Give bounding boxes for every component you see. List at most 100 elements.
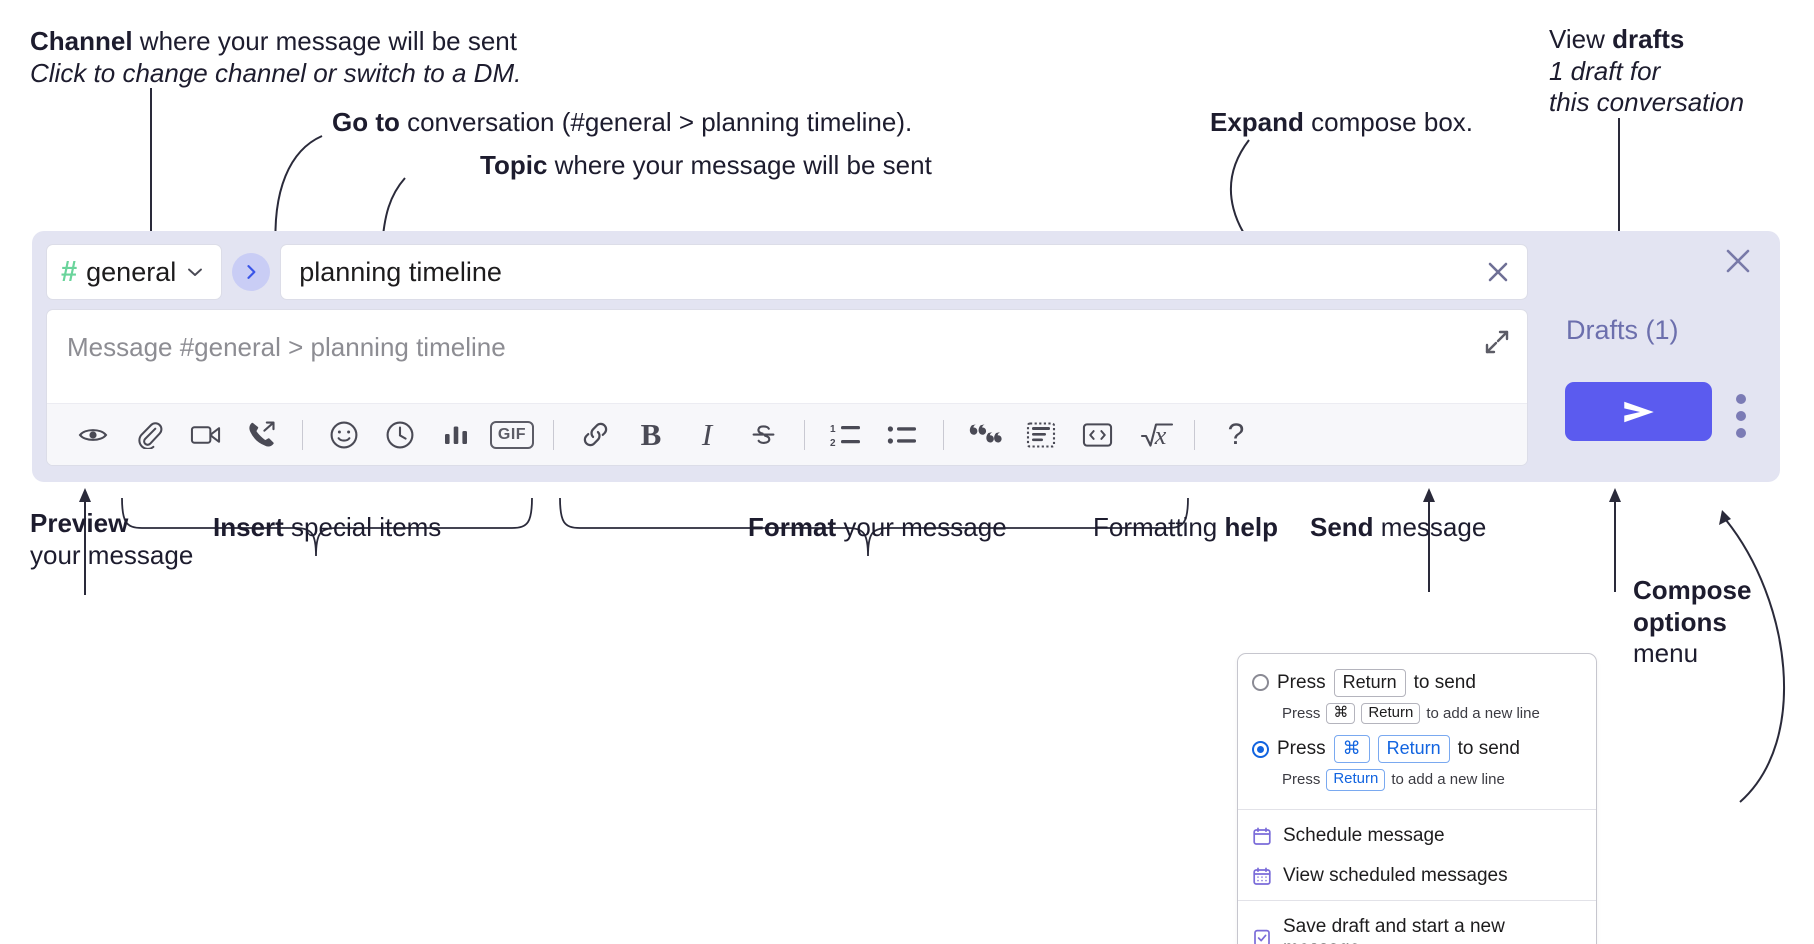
audio-call-icon[interactable] (233, 411, 289, 459)
annotation-drafts-bold: drafts (1612, 24, 1685, 54)
clock-icon[interactable] (372, 411, 428, 459)
calendar-grid-icon (1252, 866, 1272, 886)
send-option-cmd-return[interactable]: Press ⌘ Return to send Press Return to a… (1238, 732, 1596, 798)
vertical-ellipsis-icon (1736, 394, 1746, 404)
expand-arrows-icon[interactable] (1483, 328, 1511, 356)
formatting-help-icon[interactable]: ? (1227, 417, 1245, 451)
compose-options-menu: Press Return to send Press ⌘ Return to a… (1237, 653, 1597, 944)
annotation-channel-bold: Channel (30, 26, 133, 56)
sub-press-label: Press (1282, 771, 1321, 789)
send-option-cmd-return-main: Press ⌘ Return to send (1252, 732, 1596, 766)
send-button[interactable] (1565, 382, 1712, 441)
bold-icon[interactable]: B (623, 411, 679, 459)
menu-item-label: Save draft and start a new message (1283, 915, 1505, 944)
annotation-channel-rest: where your message will be sent (132, 26, 517, 56)
formatting-toolbar: GIF B (47, 403, 1527, 465)
annotation-channel: Channel where your message will be sent … (30, 26, 521, 89)
press-label: Press (1277, 738, 1326, 759)
menu-divider (1238, 808, 1596, 810)
radio-selected[interactable] (1252, 740, 1269, 758)
blockquote-icon[interactable] (957, 411, 1013, 459)
hash-icon: # (61, 255, 78, 288)
ordered-list-icon[interactable]: 1 2 (818, 411, 874, 459)
annotation-send-bold: Send (1310, 512, 1374, 542)
send-shortcut-section: Press Return to send Press ⌘ Return to a… (1238, 654, 1596, 809)
press-label: Press (1277, 671, 1326, 693)
annotation-channel-italic: Click to change channel or switch to a D… (30, 57, 522, 88)
toolbar-separator (804, 419, 805, 450)
close-icon[interactable] (1483, 257, 1513, 287)
gif-icon[interactable]: GIF (484, 411, 540, 459)
key-return: Return (1361, 702, 1421, 725)
annotation-format: Format your message (748, 512, 1007, 544)
annotation-send: Send message (1310, 512, 1486, 544)
annotation-expand: Expand compose box. (1210, 107, 1473, 139)
annotation-copt-line1: Compose (1633, 575, 1752, 605)
video-icon[interactable] (177, 411, 233, 459)
menu-item-label: Schedule message (1283, 824, 1445, 846)
message-area: Message #general > planning timeline (46, 309, 1528, 466)
svg-text:2: 2 (830, 438, 836, 448)
send-option-return[interactable]: Press Return to send Press ⌘ Return to a… (1238, 666, 1596, 732)
preview-icon[interactable] (65, 411, 121, 459)
topic-input[interactable]: planning timeline (280, 244, 1528, 300)
topic-value: planning timeline (299, 256, 502, 287)
annotation-goto-rest: conversation (#general > planning timeli… (399, 107, 913, 137)
annotation-expand-bold: Expand (1210, 107, 1304, 137)
annotation-insert-rest: special items (283, 512, 442, 542)
menu-item-view-scheduled-messages[interactable]: View scheduled messages (1238, 856, 1596, 896)
strikethrough-icon[interactable] (735, 411, 791, 459)
emoji-icon[interactable] (316, 411, 372, 459)
channel-selector[interactable]: # general (46, 244, 223, 300)
annotation-topic-bold: Topic (480, 150, 548, 180)
menu-item-save-draft[interactable]: Save draft and start a new message (1238, 907, 1596, 944)
drafts-link[interactable]: Drafts (1) (1566, 315, 1679, 345)
code-icon[interactable] (1069, 411, 1125, 459)
compose-box: # general planning timeline (32, 231, 1780, 482)
bold-label: B (640, 416, 662, 452)
annotation-goto: Go to conversation (#general > planning … (332, 107, 912, 139)
gif-label: GIF (489, 420, 535, 449)
annotation-fmthelp-bold: help (1224, 512, 1278, 542)
key-return: Return (1377, 735, 1450, 763)
goto-conversation-button[interactable] (232, 253, 271, 291)
compose-header-row: # general planning timeline (46, 244, 1528, 300)
key-return: Return (1333, 669, 1406, 697)
bulleted-list-icon[interactable] (874, 411, 930, 459)
compose-options-button[interactable] (1736, 394, 1746, 438)
message-input[interactable]: Message #general > planning timeline (47, 310, 1527, 403)
link-icon[interactable] (567, 411, 623, 459)
key-command: ⌘ (1333, 735, 1370, 763)
compose-right-cluster: Drafts (1) (1528, 231, 1780, 482)
annotation-preview-line2: your message (30, 539, 194, 570)
channel-name-label: general (86, 256, 177, 287)
sub-tail-label: to add a new line (1426, 704, 1540, 722)
close-compose-icon[interactable] (1722, 245, 1754, 277)
chevron-right-icon (247, 265, 256, 279)
code-block-icon[interactable] (1013, 411, 1069, 459)
annotation-insert-bold: Insert (213, 512, 284, 542)
annotation-drafts-italic-1: 1 draft for (1549, 55, 1661, 86)
menu-item-schedule-message[interactable]: Schedule message (1238, 816, 1596, 856)
sub-press-label: Press (1282, 704, 1321, 722)
annotation-send-rest: message (1373, 512, 1487, 542)
menu-item-label: View scheduled messages (1283, 864, 1508, 886)
poll-icon[interactable] (428, 411, 484, 459)
annotation-preview: Preview your message (30, 508, 193, 571)
annotation-copt-line2: options (1633, 606, 1727, 637)
send-option-return-main: Press Return to send (1252, 666, 1596, 700)
annotation-preview-bold: Preview (30, 508, 129, 538)
attachment-icon[interactable] (121, 411, 177, 459)
math-icon[interactable]: x (1125, 411, 1181, 459)
radio-unselected[interactable] (1252, 674, 1269, 692)
toolbar-separator (1194, 419, 1195, 450)
italic-icon[interactable]: I (679, 411, 735, 459)
annotation-expand-rest: compose box. (1303, 107, 1474, 137)
toolbar-separator (302, 419, 303, 450)
annotation-topic-rest: where your message will be sent (547, 150, 932, 180)
vertical-ellipsis-icon (1736, 428, 1746, 438)
annotation-format-bold: Format (748, 512, 837, 542)
key-return: Return (1326, 768, 1386, 791)
toolbar-separator (943, 419, 944, 450)
annotation-fmthelp-rest: Formatting (1093, 512, 1225, 542)
